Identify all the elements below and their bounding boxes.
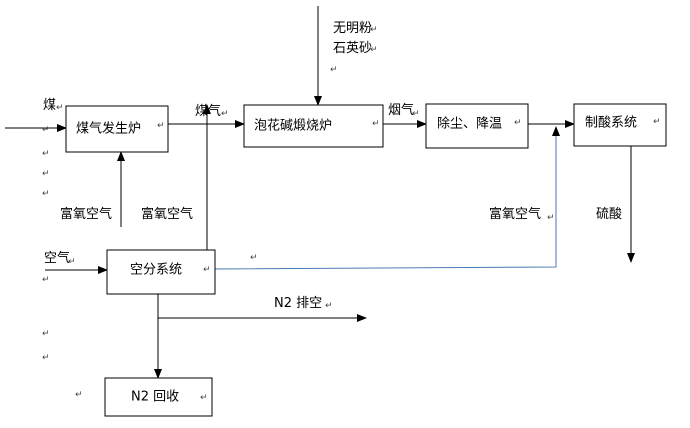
air-separation-box: 空分系统 [106,249,216,295]
return-mark: ↵ [221,109,229,119]
arrow-enriched-to-acid-line [214,126,560,270]
acid-system-box: 制酸系统 [573,103,667,147]
enriched-air-label-3: 富氧空气 [489,206,541,222]
dust-cooling-label: 除尘、降温 [437,117,502,132]
return-mark: ↵ [325,301,333,311]
return-mark: ↵ [653,117,661,127]
dust-cooling-box: 除尘、降温 [425,103,529,149]
return-mark: ↵ [42,353,50,363]
air-separation-label: 空分系统 [130,263,182,278]
return-mark: ↵ [42,189,50,199]
raw-material-label-1: 无明粉 [333,21,372,36]
return-mark: ↵ [412,109,420,119]
coal-gas-label: 煤气 [195,103,221,119]
calciner-label: 泡花碱煅烧炉 [254,118,332,134]
return-mark: ↵ [42,149,50,159]
return-mark: ↵ [68,257,76,267]
return-mark: ↵ [330,65,338,75]
n2-vent-label: N2 排空 [274,296,322,311]
coal-label: 煤 [43,98,56,113]
sulfuric-acid-label: 硫酸 [596,207,622,222]
acid-system-label: 制酸系统 [585,116,637,131]
return-mark: ↵ [42,125,50,135]
return-mark: ↵ [203,265,211,275]
n2-recovery-label: N2 回收 [131,390,179,405]
return-mark: ↵ [370,25,378,35]
flue-gas-label: 烟气 [388,102,414,118]
return-mark: ↵ [42,169,50,179]
gasifier-box: 煤气发生炉 [65,105,169,153]
return-mark: ↵ [42,275,50,285]
n2-recovery-box: N2 回收 [104,377,213,417]
calciner-box: 泡花碱煅烧炉 [243,104,384,148]
enriched-air-label-1: 富氧空气 [60,206,112,222]
return-mark: ↵ [547,213,555,223]
return-mark: ↵ [42,329,50,339]
raw-material-label-2: 石英砂 [333,41,372,56]
return-mark: ↵ [372,119,380,129]
connectors [5,6,635,379]
gasifier-label: 煤气发生炉 [76,121,141,137]
return-mark: ↵ [250,253,258,263]
return-mark: ↵ [200,393,208,403]
return-mark: ↵ [157,121,165,131]
return-mark: ↵ [56,103,64,113]
return-mark: ↵ [370,45,378,55]
air-label: 空气 [44,250,70,266]
paragraph-marks: ↵ ↵ ↵ ↵ ↵ ↵ ↵ ↵ ↵ ↵ ↵ ↵ ↵ ↵ ↵ ↵ ↵ ↵ ↵ ↵ … [42,25,661,403]
return-mark: ↵ [514,118,522,128]
enriched-air-label-2: 富氧空气 [141,206,193,222]
return-mark: ↵ [75,390,83,400]
flow-labels: 煤 煤气 无明粉 石英砂 烟气 富氧空气 富氧空气 富氧空气 硫酸 空气 N2 … [43,21,622,311]
